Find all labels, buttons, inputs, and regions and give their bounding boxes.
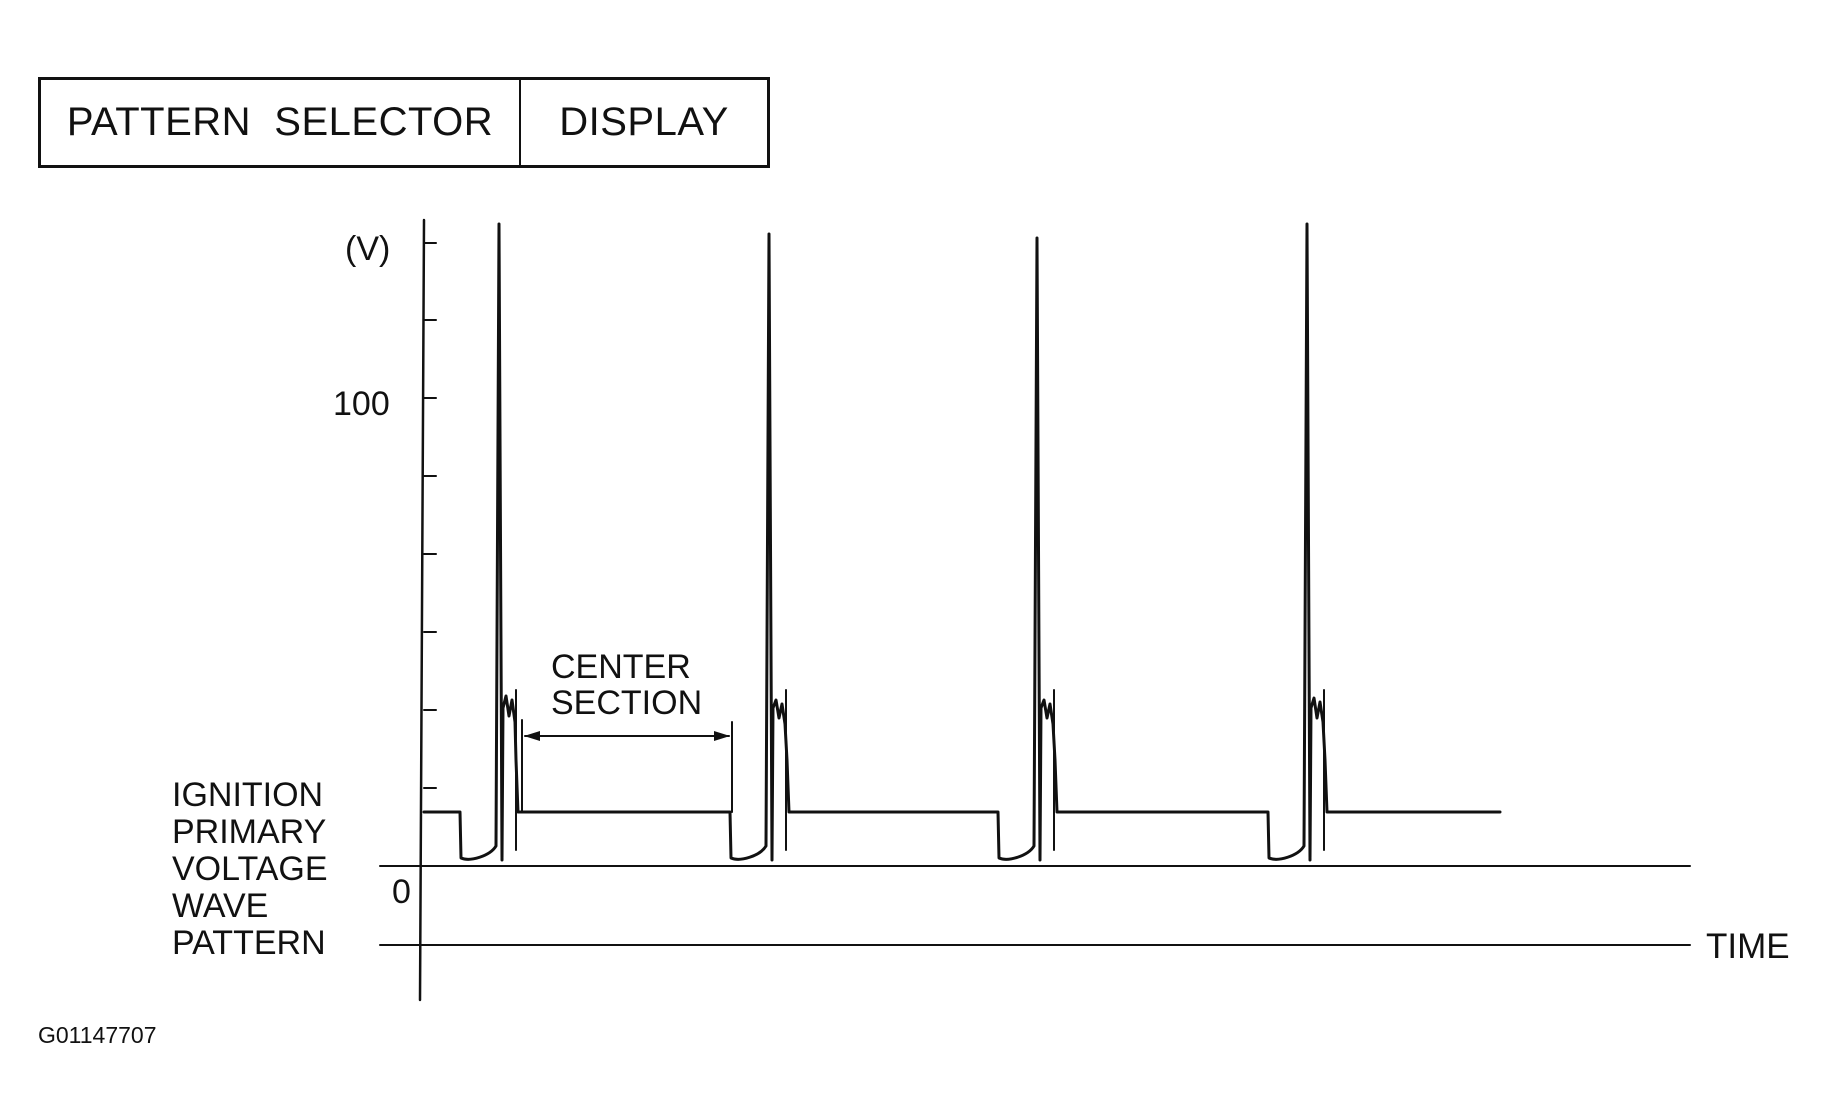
waveform-label-line5: PATTERN [172,924,326,962]
y-tick-0-label: 0 [392,873,411,911]
y-axis [418,218,426,1002]
y-tick-100-label: 100 [333,385,390,423]
ringing-marks [515,689,1325,851]
waveform-label-line4: WAVE [172,887,268,925]
time-axis-label: TIME [1706,927,1790,966]
waveform-trace [422,222,1502,862]
figure-code: G01147707 [38,1022,157,1048]
y-axis-ticks [423,242,437,789]
pattern-selector-label: PATTERN SELECTOR [41,80,521,165]
waveform-label-line2: PRIMARY [172,813,326,851]
pattern-selector-box: PATTERN SELECTOR DISPLAY [38,77,770,168]
center-label-line2: SECTION [551,684,702,722]
waveform-label-line3: VOLTAGE [172,850,328,888]
y-unit-label: (V) [345,230,390,268]
display-label: DISPLAY [559,100,729,144]
center-arrow-right [714,731,730,741]
center-label-line1: CENTER [551,648,691,686]
waveform-label-line1: IGNITION [172,776,323,814]
center-arrow-left [524,731,540,741]
